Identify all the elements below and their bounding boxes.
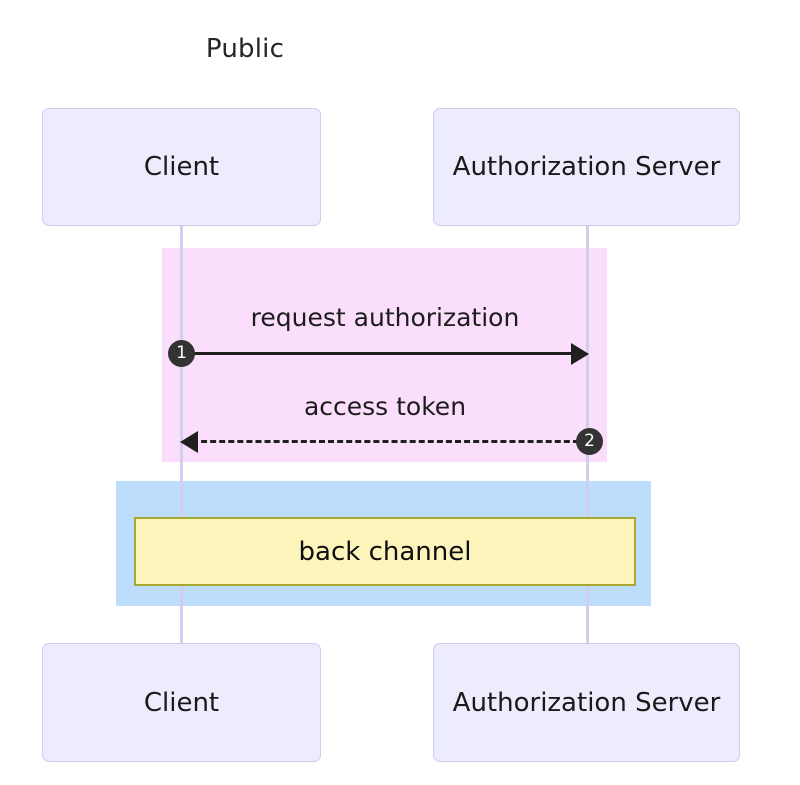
sequence-badge-1: 1	[168, 340, 195, 367]
participant-box-authorization-server-top[interactable]: Authorization Server	[433, 108, 740, 226]
sequence-badge-2: 2	[576, 428, 603, 455]
diagram-title: Public	[205, 34, 285, 64]
participant-label-authorization-server-top: Authorization Server	[452, 152, 721, 182]
note-back-channel: back channel	[134, 517, 636, 586]
participant-label-authorization-server-bottom: Authorization Server	[452, 687, 721, 718]
participant-label-client-bottom: Client	[143, 687, 220, 718]
message-line-access-token	[192, 440, 588, 443]
arrowhead-right-icon	[571, 343, 589, 365]
participant-box-authorization-server-bottom[interactable]: Authorization Server	[433, 643, 740, 762]
message-label-access-token: access token	[303, 392, 467, 421]
note-label-back-channel: back channel	[298, 536, 472, 567]
front-channel-region	[162, 248, 607, 462]
participant-label-client-top: Client	[143, 152, 220, 182]
message-label-request-authorization: request authorization	[250, 303, 520, 332]
participant-box-client-bottom[interactable]: Client	[42, 643, 321, 762]
message-line-request-authorization	[182, 352, 582, 355]
arrowhead-left-icon	[180, 431, 198, 453]
participant-box-client-top[interactable]: Client	[42, 108, 321, 226]
